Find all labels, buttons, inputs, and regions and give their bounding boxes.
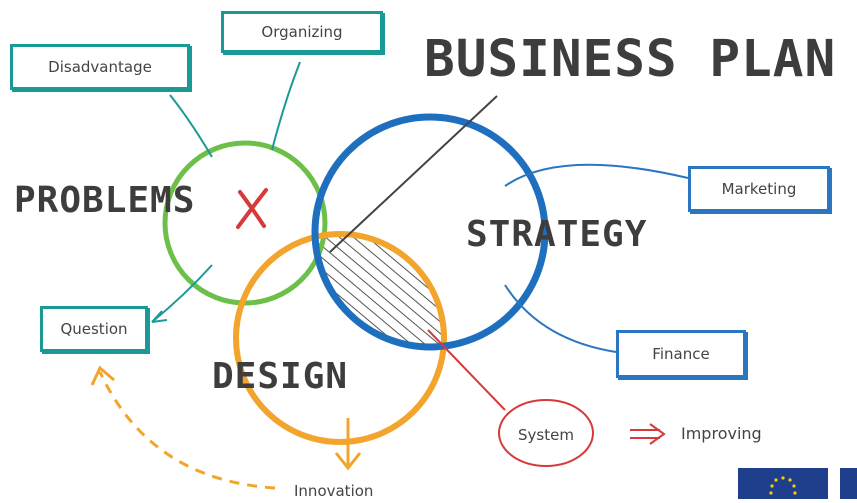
business-plan-title: BUSINESS PLAN xyxy=(424,30,837,89)
marketing-box: Marketing xyxy=(688,166,830,212)
system-connector xyxy=(427,329,506,411)
question-connector xyxy=(151,264,213,323)
strategy-label: STRATEGY xyxy=(466,214,648,255)
eu-stars-icon xyxy=(769,476,797,495)
question-box: Question xyxy=(40,306,148,352)
marketing-connector xyxy=(504,163,689,187)
innovation-arrow-head xyxy=(334,452,362,471)
disadvantage-connector xyxy=(169,94,213,158)
business-plan-pointer xyxy=(329,95,498,253)
design-label: DESIGN xyxy=(212,356,349,397)
problems-label: PROBLEMS xyxy=(14,180,196,221)
finance-connector xyxy=(504,284,617,353)
disadvantage-box: Disadvantage xyxy=(10,44,190,90)
cross-mark-icon xyxy=(236,188,268,229)
question-arrow-head xyxy=(151,310,168,323)
disadvantage-text: Disadvantage xyxy=(48,58,152,76)
organizing-text: Organizing xyxy=(261,23,343,41)
system-text: System xyxy=(518,426,574,444)
marketing-text: Marketing xyxy=(721,180,797,198)
strategy-circle xyxy=(311,113,549,351)
innovation-text: Innovation xyxy=(294,482,374,500)
organizing-box: Organizing xyxy=(221,11,383,53)
eu-flag-icon xyxy=(738,468,828,499)
question-return-arrow-head xyxy=(90,365,115,386)
problems-circle xyxy=(162,140,328,306)
design-circle xyxy=(233,231,447,445)
finance-box: Finance xyxy=(616,330,746,378)
innovation-to-question-arrow xyxy=(98,371,276,490)
partner-logo-fragment xyxy=(840,468,857,499)
improving-arrows-icon xyxy=(630,423,666,445)
system-ellipse xyxy=(498,399,594,467)
question-text: Question xyxy=(60,320,128,338)
improving-text: Improving xyxy=(681,424,762,443)
organizing-connector xyxy=(271,61,301,151)
finance-text: Finance xyxy=(652,345,710,363)
